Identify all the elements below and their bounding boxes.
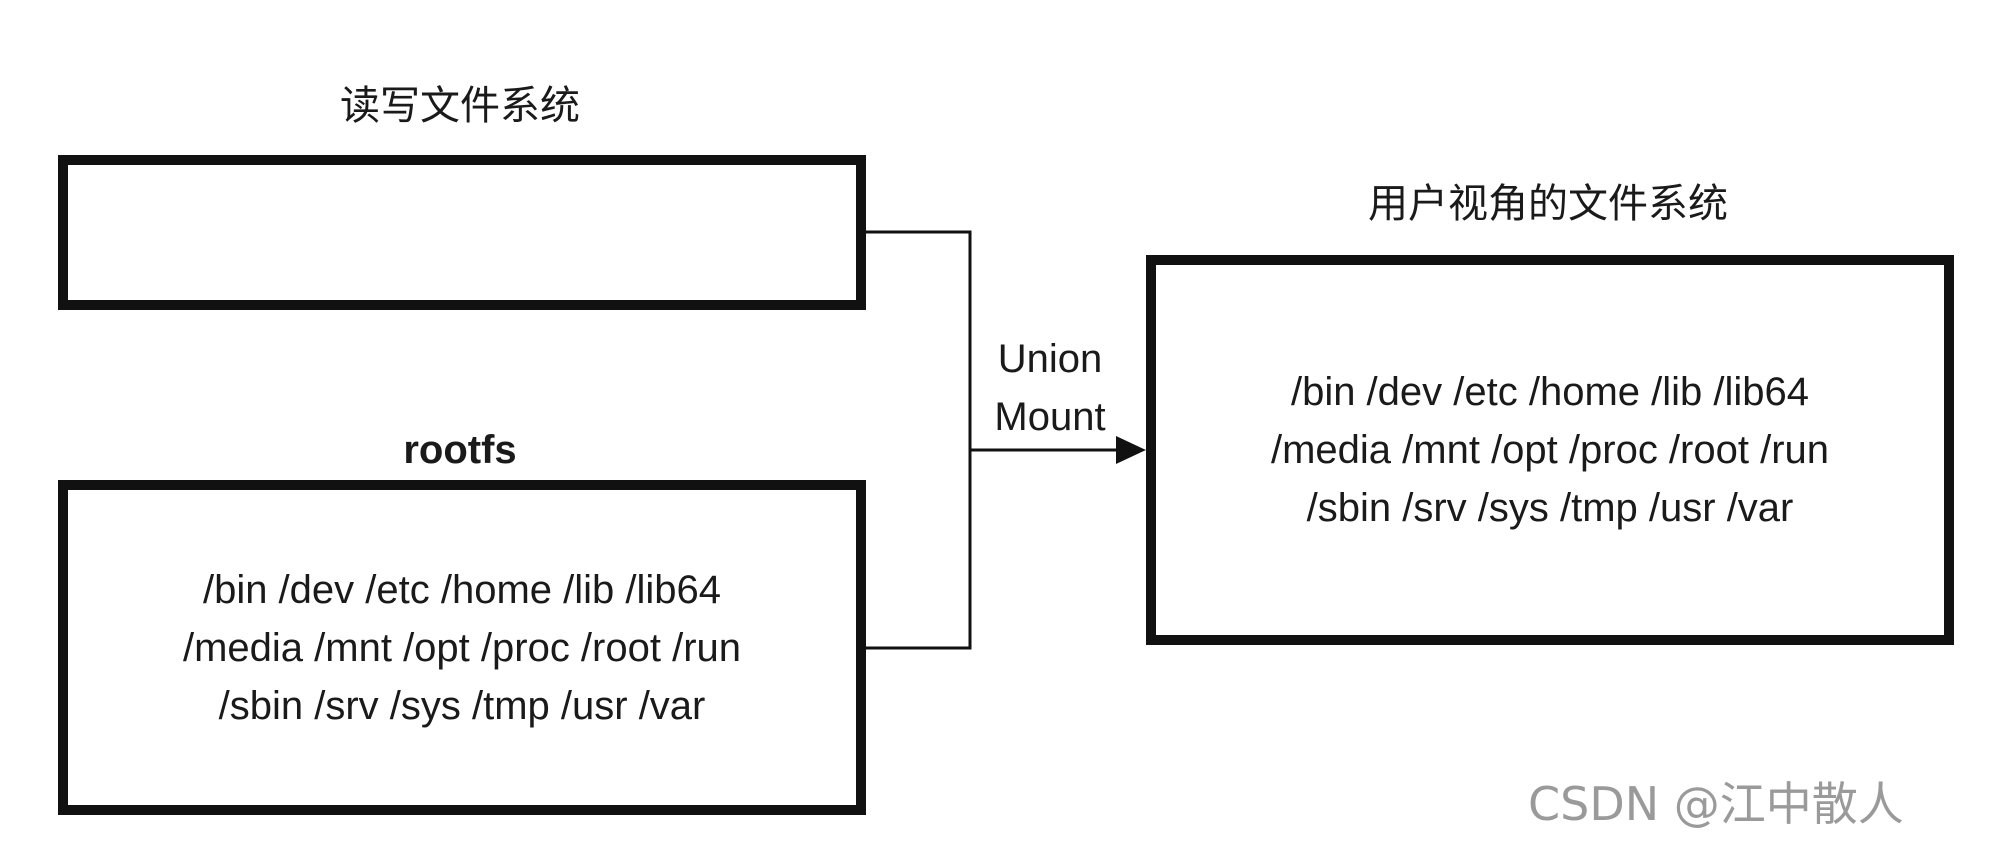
rootfs-dir-line: /sbin /srv /sys /tmp /usr /var bbox=[218, 683, 706, 728]
rootfs-box: /bin /dev /etc /home /lib /lib64 /media … bbox=[58, 480, 866, 815]
user-view-dir-line: /sbin /srv /sys /tmp /usr /var bbox=[1306, 486, 1794, 530]
user-view-dir-line: /media /mnt /opt /proc /root /run bbox=[1270, 428, 1830, 472]
rootfs-title: rootfs bbox=[403, 428, 517, 472]
rw-fs-box bbox=[58, 155, 866, 310]
user-view-dir-list: /bin /dev /etc /home /lib /lib64 /media … bbox=[1271, 363, 1829, 537]
rw-fs-title: 读写文件系统 bbox=[340, 83, 580, 129]
rootfs-dir-list: /bin /dev /etc /home /lib /lib64 /media … bbox=[183, 561, 741, 735]
user-view-fs-box: /bin /dev /etc /home /lib /lib64 /media … bbox=[1146, 255, 1954, 645]
rw-fs-connector-line bbox=[866, 230, 972, 650]
union-mount-label: Union Mount bbox=[960, 330, 1140, 446]
rootfs-dir-line: /bin /dev /etc /home /lib /lib64 bbox=[202, 567, 722, 612]
union-mount-line1: Union bbox=[997, 337, 1103, 381]
csdn-watermark: CSDN @江中散人 bbox=[1528, 777, 1904, 831]
user-view-dir-line: /bin /dev /etc /home /lib /lib64 bbox=[1290, 370, 1810, 414]
user-view-fs-title: 用户视角的文件系统 bbox=[1368, 181, 1728, 227]
union-mount-line2: Mount bbox=[994, 395, 1106, 439]
arrow-head-icon bbox=[1116, 436, 1146, 464]
rootfs-dir-line: /media /mnt /opt /proc /root /run bbox=[182, 625, 742, 670]
